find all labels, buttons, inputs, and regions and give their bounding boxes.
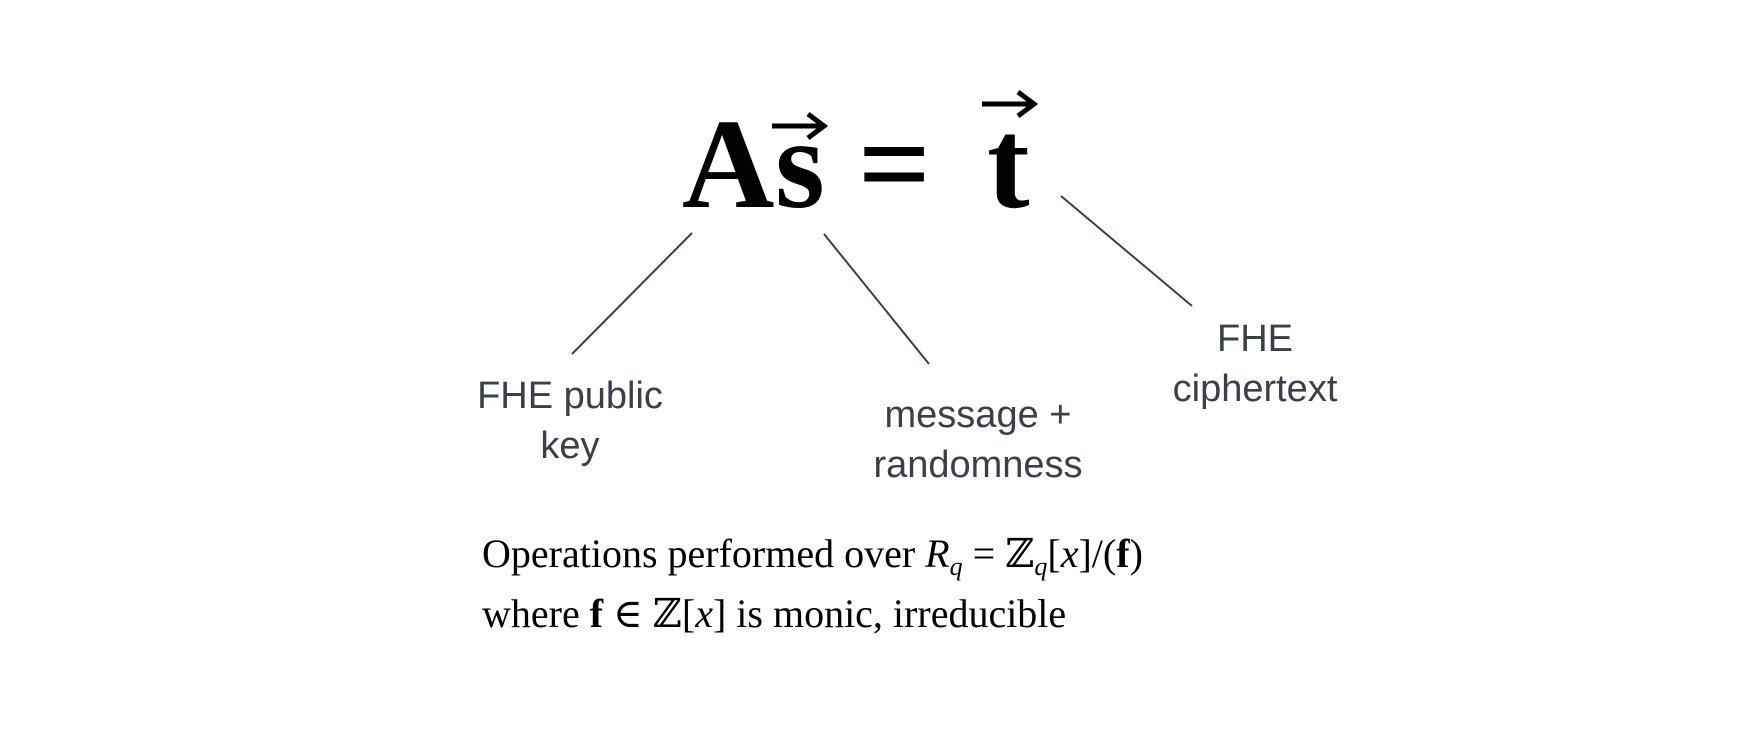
connector-message bbox=[823, 233, 930, 365]
ring-R: R bbox=[925, 531, 950, 576]
connector-public-key bbox=[571, 232, 693, 355]
label-ciphertext: FHE ciphertext bbox=[1135, 314, 1375, 414]
arrow-t-icon bbox=[982, 90, 1039, 118]
note-text: Operations performed over bbox=[482, 531, 926, 576]
note-equals: = bbox=[962, 531, 1006, 576]
connector-ciphertext bbox=[1060, 195, 1193, 307]
label-public-key-line1: FHE public bbox=[477, 375, 663, 417]
note-f-property: where f ∈ ℤ[x] is monic, irreducible bbox=[482, 594, 1066, 634]
element-of-Zx: ∈ ℤ[ bbox=[603, 591, 696, 636]
close-paren: ) bbox=[1129, 531, 1143, 576]
polynomial-f-2: f bbox=[589, 591, 604, 636]
label-message-line1: message + bbox=[884, 394, 1072, 436]
label-public-key-line2: key bbox=[540, 425, 600, 467]
note-ring-definition: Operations performed over Rq = ℤq[x]/(f) bbox=[482, 534, 1143, 580]
equals-sign: = bbox=[858, 93, 931, 235]
label-ciphertext-line2: ciphertext bbox=[1172, 368, 1338, 410]
matrix-A: A bbox=[682, 93, 775, 235]
note-where: where bbox=[482, 591, 590, 636]
label-message-line2: randomness bbox=[873, 444, 1083, 486]
vector-t: t bbox=[987, 93, 1030, 235]
label-ciphertext-line1: FHE bbox=[1217, 318, 1293, 360]
variable-x: x bbox=[695, 591, 713, 636]
polynomial-quotient: [x]/( bbox=[1047, 531, 1117, 576]
note-rest: ] is monic, irreducible bbox=[712, 591, 1067, 636]
vector-s: s bbox=[775, 93, 825, 235]
polynomial-f: f bbox=[1116, 531, 1130, 576]
ring-R-subscript: q bbox=[949, 552, 963, 581]
arrow-s-icon bbox=[772, 112, 829, 140]
integers-Z-subscript: q bbox=[1034, 552, 1048, 581]
label-public-key: FHE public key bbox=[450, 371, 690, 471]
label-message: message + randomness bbox=[848, 390, 1108, 490]
integers-Z: ℤ bbox=[1005, 531, 1035, 576]
